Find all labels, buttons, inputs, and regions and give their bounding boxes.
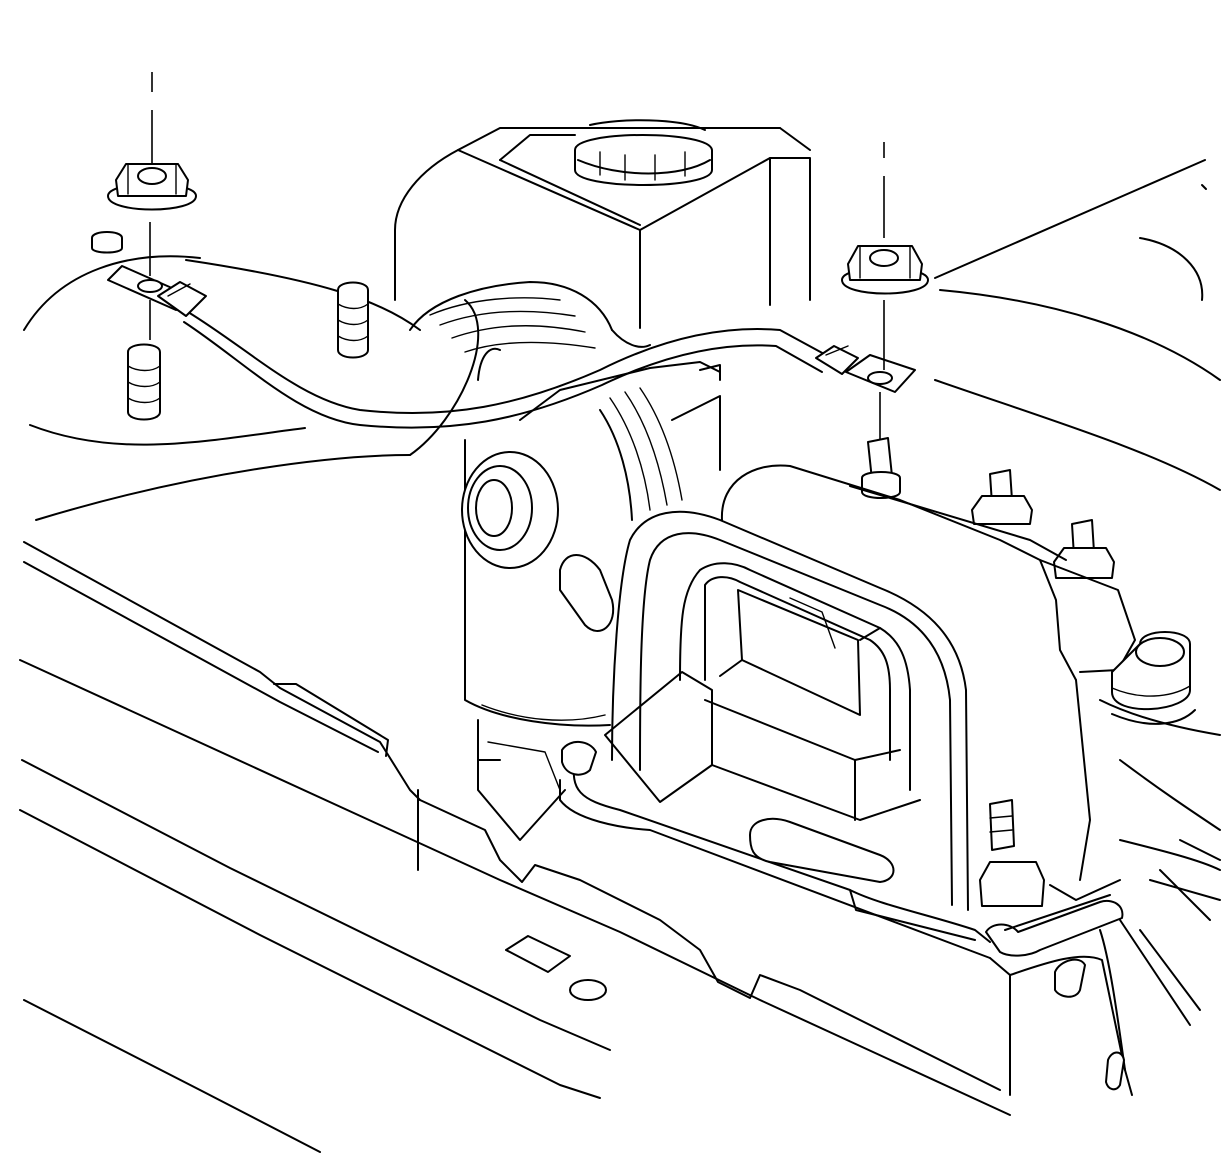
right-nut-icon (841, 142, 929, 440)
pulley-icon (409, 281, 651, 381)
left-terminal-eye-icon (137, 222, 163, 340)
mount-base-bracket-icon (720, 464, 1221, 881)
coolant-reservoir-icon (394, 119, 811, 329)
left-nut-icon (107, 72, 197, 211)
transaxle-mount-bracket-icon (559, 510, 991, 959)
frame-rail-icon (19, 541, 1211, 1153)
suspension-lines (1119, 839, 1221, 901)
engine-block-outline (461, 361, 721, 841)
spacer-icon (91, 231, 369, 421)
ground-strap-icon (107, 265, 916, 429)
body-contour-lines (23, 159, 1221, 521)
mount-stud-icon (861, 437, 1115, 907)
